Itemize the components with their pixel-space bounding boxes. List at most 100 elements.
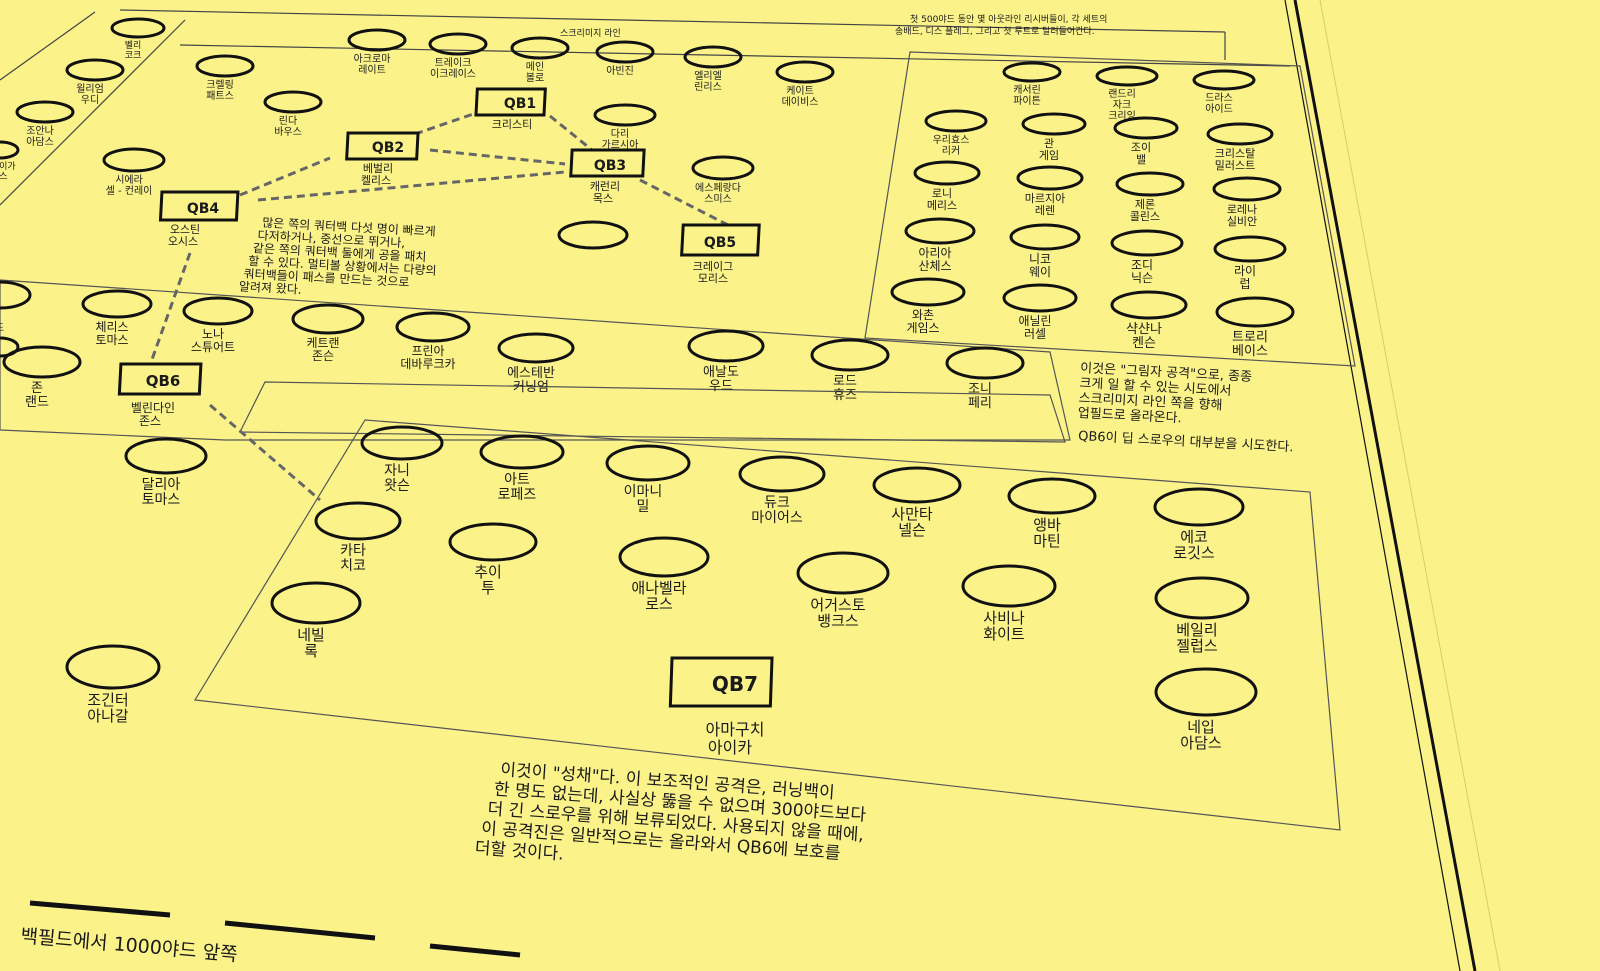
- player-name: 투: [481, 579, 495, 597]
- player-name: 네입: [1187, 718, 1215, 736]
- player-marker[interactable]: 아빈진: [595, 40, 655, 77]
- player-marker[interactable]: [0, 336, 20, 358]
- player-circle: [810, 338, 890, 372]
- qb4-marker[interactable]: QB4 오스틴 오시스: [158, 190, 240, 248]
- player-circle: [1002, 283, 1078, 313]
- player-circle: [1095, 65, 1159, 87]
- player-circle: [81, 289, 153, 319]
- player-marker[interactable]: 랜드: [0, 280, 32, 334]
- scrimmage-label: 스크리미지 라인: [560, 28, 621, 39]
- player-marker[interactable]: 추이투: [448, 522, 538, 597]
- scrimmage-line: [119, 9, 1226, 33]
- player-name: 이마니: [624, 484, 663, 500]
- qb2-marker[interactable]: QB2 베벌리 켈리스: [345, 131, 420, 187]
- qb5-marker[interactable]: QB5 크레이그 모리스: [680, 223, 761, 285]
- player-name: 에스테반: [507, 366, 555, 381]
- player-circle: [1009, 223, 1081, 251]
- player-marker[interactable]: 존랜드: [2, 345, 82, 410]
- player-name: 조니: [968, 382, 992, 397]
- player-marker[interactable]: [557, 220, 629, 250]
- player-name: 휴즈: [833, 388, 857, 403]
- player-circle: [1212, 176, 1282, 202]
- player-circle: [1113, 116, 1179, 140]
- qb7-marker[interactable]: QB7 아마구치 아이카: [668, 656, 774, 757]
- qb1-label: QB1: [504, 96, 536, 112]
- player-marker[interactable]: 관게임: [1021, 112, 1087, 162]
- qb3-marker[interactable]: QB3 캐런리 목스: [569, 148, 646, 205]
- qb6-marker[interactable]: QB6 벨린다인 존스: [117, 362, 203, 428]
- player-marker[interactable]: 조이밸: [1113, 116, 1179, 166]
- player-circle: [738, 455, 826, 493]
- player-name: 벨리: [125, 40, 142, 51]
- qb1-marker[interactable]: QB1 크리스티: [474, 87, 547, 131]
- player-marker[interactable]: 골드레이가베베스: [0, 140, 20, 182]
- player-name: 관: [1044, 137, 1054, 150]
- player-marker[interactable]: 라이럽: [1213, 235, 1287, 291]
- yard-marker-2: [224, 920, 376, 941]
- qb4-name-1: 오스틴: [170, 223, 200, 236]
- player-name: 크렐링: [206, 78, 234, 91]
- player-name: 다리: [611, 128, 629, 140]
- player-name: 아담스: [26, 136, 54, 148]
- qb3-name-1: 캐런리: [590, 180, 620, 193]
- player-circle: [618, 536, 710, 578]
- player-name: 어거스토: [810, 596, 865, 614]
- player-marker[interactable]: 네빌록: [270, 581, 362, 660]
- player-circle: [593, 103, 657, 127]
- player-circle: [1154, 667, 1258, 717]
- player-name: 록: [304, 642, 318, 660]
